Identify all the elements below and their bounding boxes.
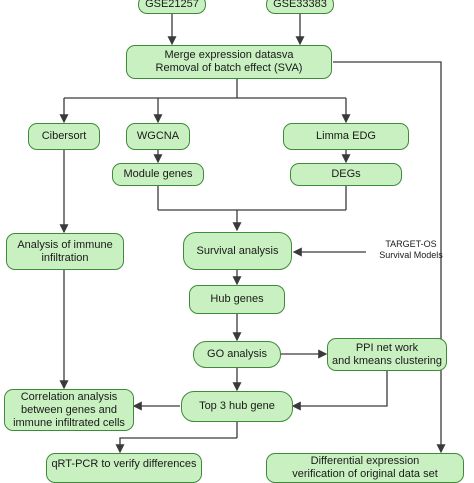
gse21257-label: GSE21257 (145, 0, 199, 10)
go-analysis-box: GO analysis (193, 341, 281, 368)
survival-analysis-box: Survival analysis (183, 232, 292, 270)
module-genes-label: Module genes (123, 168, 193, 180)
merge-label: Merge expression datasva Removal of batc… (155, 49, 303, 74)
gse33383-label: GSE33383 (273, 0, 327, 10)
gse33383-box: GSE33383 (266, 0, 334, 14)
qrtpcr-box: qRT-PCR to verify differences (46, 453, 202, 483)
module-genes-box: Module genes (112, 163, 204, 186)
survival-analysis-label: Survival analysis (196, 244, 279, 257)
gse21257-box: GSE21257 (138, 0, 206, 14)
hub-genes-label: Hub genes (210, 293, 264, 305)
ppi-label: PPI net work and kmeans clustering (331, 341, 443, 367)
differential-label: Differential expression verification of … (292, 455, 438, 480)
limma-label: Limma EDG (316, 130, 376, 142)
correlation-box: Correlation analysis between genes and i… (4, 389, 134, 431)
cibersort-box: Cibersort (28, 123, 100, 150)
merge-box: Merge expression datasva Removal of batc… (126, 45, 332, 79)
arrow-to-qrtpcr (115, 437, 237, 454)
cibersort-label: Cibersort (41, 130, 87, 142)
degs-box: DEGs (290, 163, 402, 186)
correlation-label: Correlation analysis between genes and i… (13, 390, 125, 429)
hub-genes-box: Hub genes (189, 285, 285, 314)
target-os-text: TARGET-OS Survival Models (379, 239, 443, 260)
degs-label: DEGs (331, 168, 361, 180)
differential-box: Differential expression verification of … (266, 453, 464, 483)
immune-infiltration-label: Analysis of immune infiltration (17, 238, 113, 264)
top3-hub-gene-label: Top 3 hub gene (199, 400, 275, 412)
wgcna-label: WGCNA (136, 130, 180, 142)
wgcna-box: WGCNA (126, 123, 190, 150)
ppi-box: PPI net work and kmeans clustering (327, 338, 447, 371)
limma-box: Limma EDG (283, 123, 409, 150)
top3-hub-gene-box: Top 3 hub gene (181, 391, 293, 422)
immune-infiltration-box: Analysis of immune infiltration (6, 233, 124, 270)
arrow-ppi-to-top3 (291, 368, 388, 411)
go-analysis-label: GO analysis (207, 348, 267, 360)
line-merge-right (333, 61, 442, 426)
qrtpcr-label: qRT-PCR to verify differences (51, 458, 197, 470)
